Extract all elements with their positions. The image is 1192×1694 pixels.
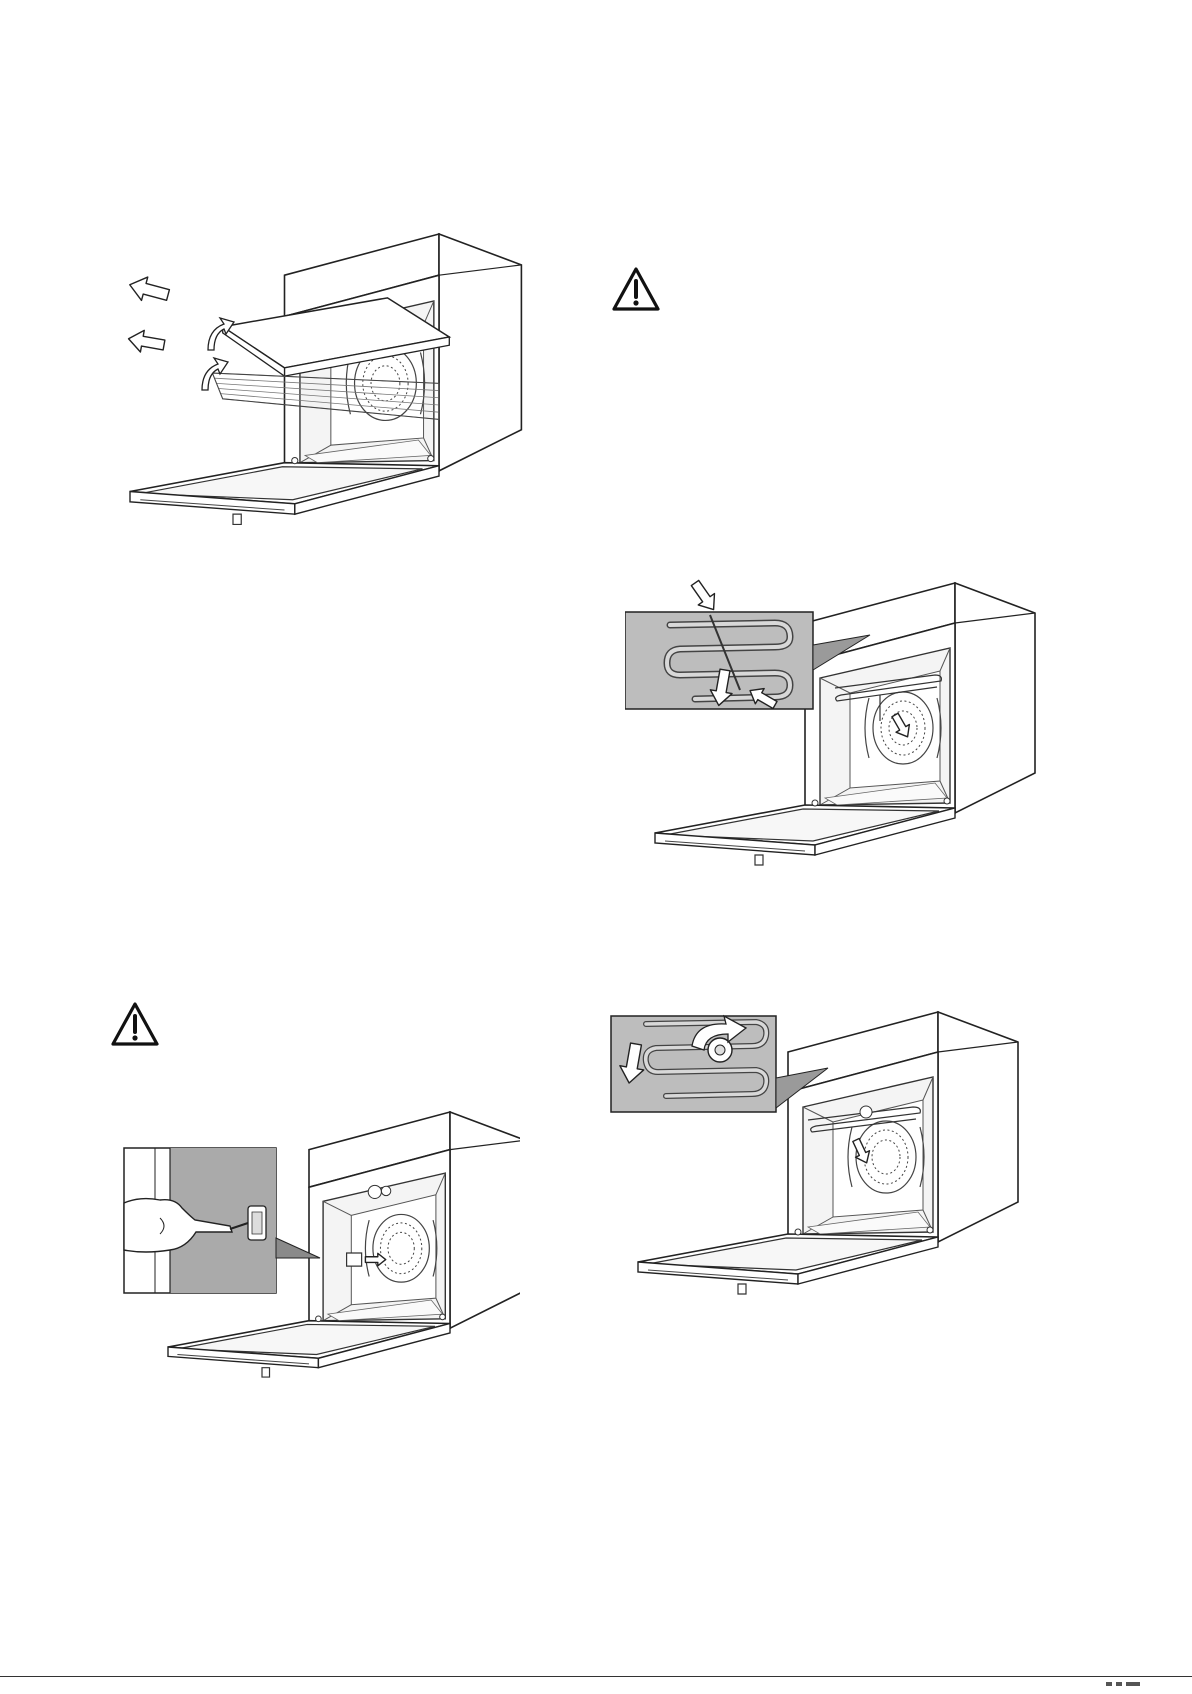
warning-triangle-icon [612, 267, 660, 313]
figure-unscrew-lamp-cover [120, 1108, 520, 1408]
figure-heating-element-screw [606, 1008, 1026, 1308]
footer-rule [0, 1676, 1192, 1677]
oven-removing-rails-illustration [120, 220, 540, 560]
figure-lower-heating-element [625, 575, 1045, 895]
warning-top-right [612, 267, 660, 313]
warning-bottom-left [111, 1002, 159, 1048]
footer-mark [1104, 1676, 1144, 1684]
oven-heating-element-screw-illustration [606, 1008, 1026, 1308]
warning-triangle-icon [111, 1002, 159, 1048]
figure-remove-accessories [120, 220, 540, 560]
oven-screwdriver-illustration [120, 1108, 520, 1408]
oven-heating-element-lowering-illustration [625, 575, 1045, 895]
